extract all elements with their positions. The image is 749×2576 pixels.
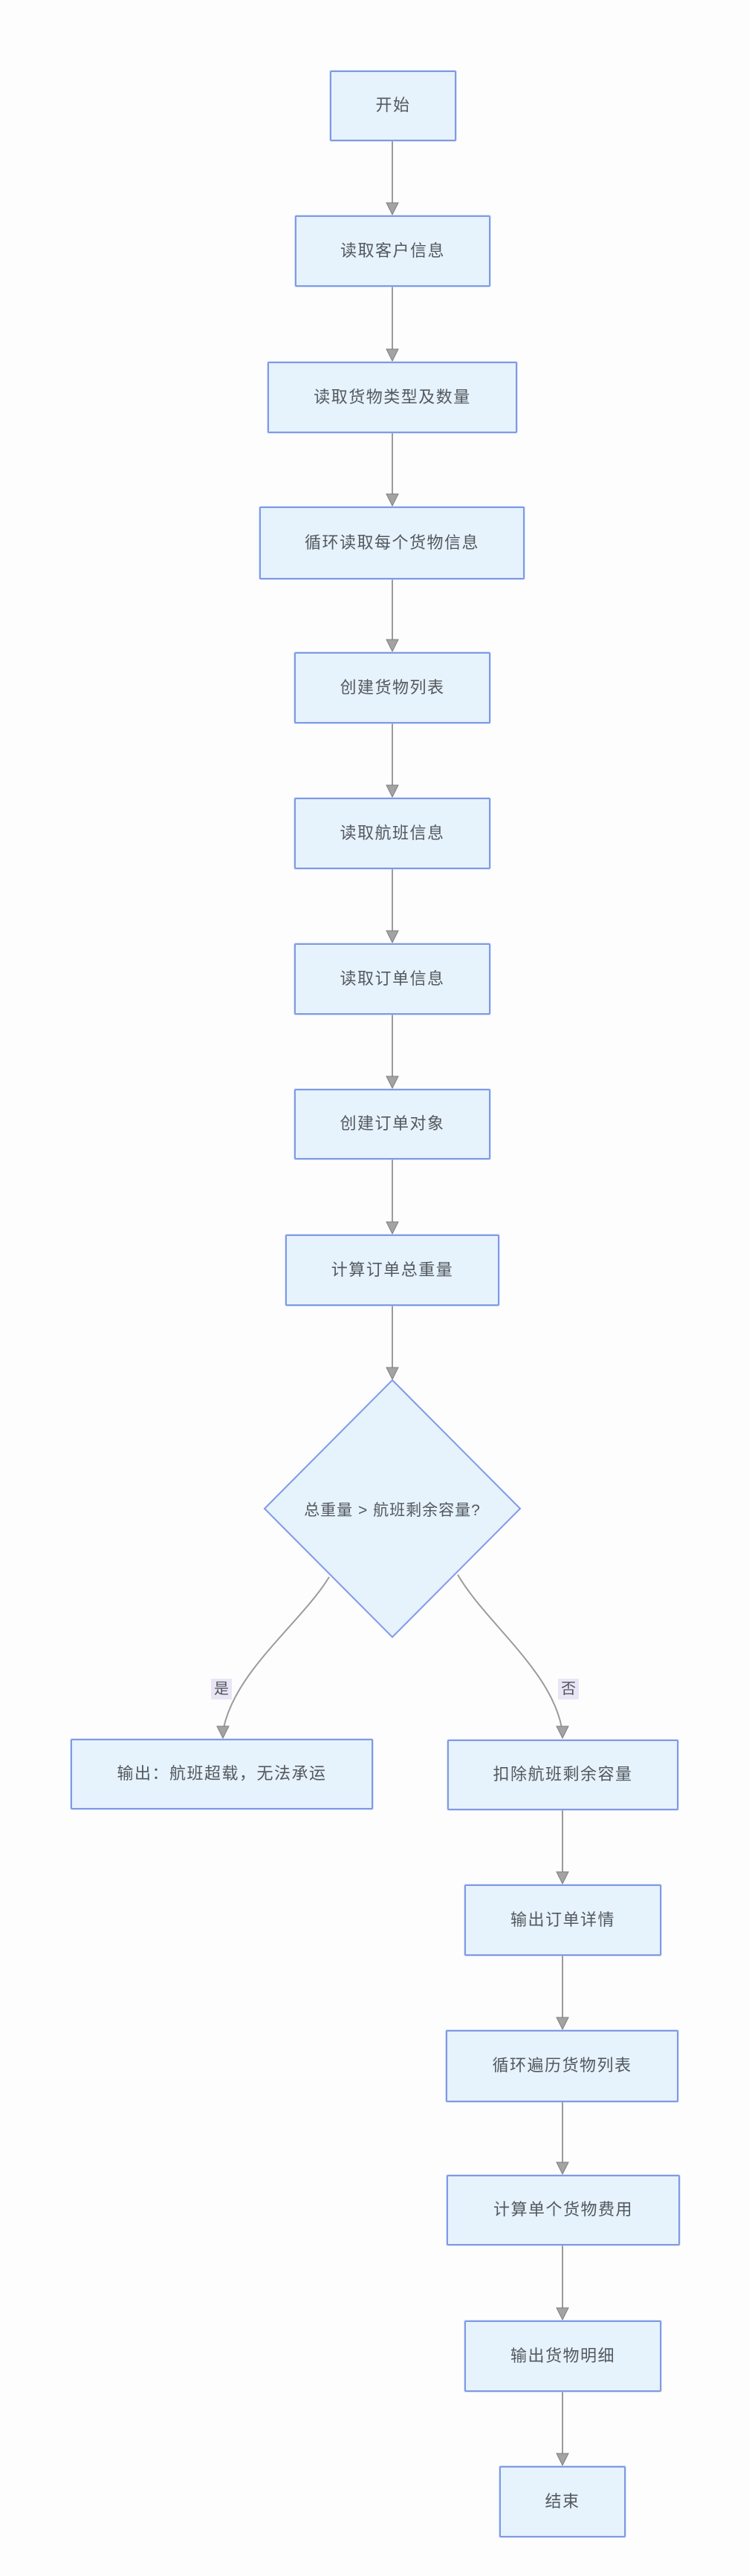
- arrowhead-icon: [556, 2453, 569, 2467]
- arrowhead-icon: [386, 784, 399, 799]
- decision-diamond-shape: [263, 1379, 522, 1639]
- node-calc-cargo-fee: 计算单个货物费用: [447, 2175, 680, 2245]
- node-read-order: 读取订单信息: [294, 943, 490, 1015]
- edge-label-yes: 是: [211, 1679, 232, 1700]
- node-create-order: 创建订单对象: [294, 1089, 490, 1159]
- edge-decision-no: [457, 1574, 562, 1728]
- decision-capacity-label: 总重量 > 航班剩余容量?: [304, 1502, 481, 1519]
- node-read-customer: 读取客户信息: [295, 215, 490, 287]
- node-end: 结束: [499, 2466, 626, 2537]
- edge-decision-yes: [223, 1576, 330, 1728]
- arrowhead-icon: [556, 2307, 569, 2321]
- arrowhead-icon: [556, 2017, 569, 2031]
- node-create-cargo-list: 创建货物列表: [294, 652, 490, 723]
- node-read-cargo-type: 读取货物类型及数量: [268, 362, 517, 433]
- arrowhead-icon: [386, 930, 399, 944]
- node-read-flight: 读取航班信息: [294, 798, 490, 869]
- arrowhead-icon: [386, 1076, 399, 1090]
- node-output-overload: 输出：航班超载，无法承运: [71, 1739, 373, 1809]
- arrowhead-icon: [386, 202, 399, 216]
- arrowhead-icon: [386, 348, 399, 362]
- node-start: 开始: [330, 71, 456, 141]
- node-deduct-capacity: 扣除航班剩余容量: [447, 1740, 678, 1810]
- node-output-order-detail: 输出订单详情: [464, 1884, 661, 1956]
- node-loop-cargo-list: 循环遍历货物列表: [446, 2030, 678, 2102]
- arrowhead-icon: [386, 639, 399, 653]
- node-calc-total-weight: 计算订单总重量: [285, 1235, 499, 1306]
- arrowhead-icon: [386, 493, 399, 507]
- arrowhead-icon: [386, 1221, 399, 1235]
- arrowhead-icon: [386, 1367, 399, 1381]
- node-output-cargo-detail: 输出货物明细: [464, 2320, 661, 2392]
- node-loop-read-cargo: 循环读取每个货物信息: [259, 507, 525, 579]
- arrowhead-icon: [556, 1726, 569, 1740]
- edge-label-no: 否: [558, 1679, 579, 1700]
- arrowhead-icon: [556, 2162, 569, 2176]
- arrowhead-icon: [216, 1726, 230, 1740]
- arrowhead-icon: [556, 1871, 569, 1885]
